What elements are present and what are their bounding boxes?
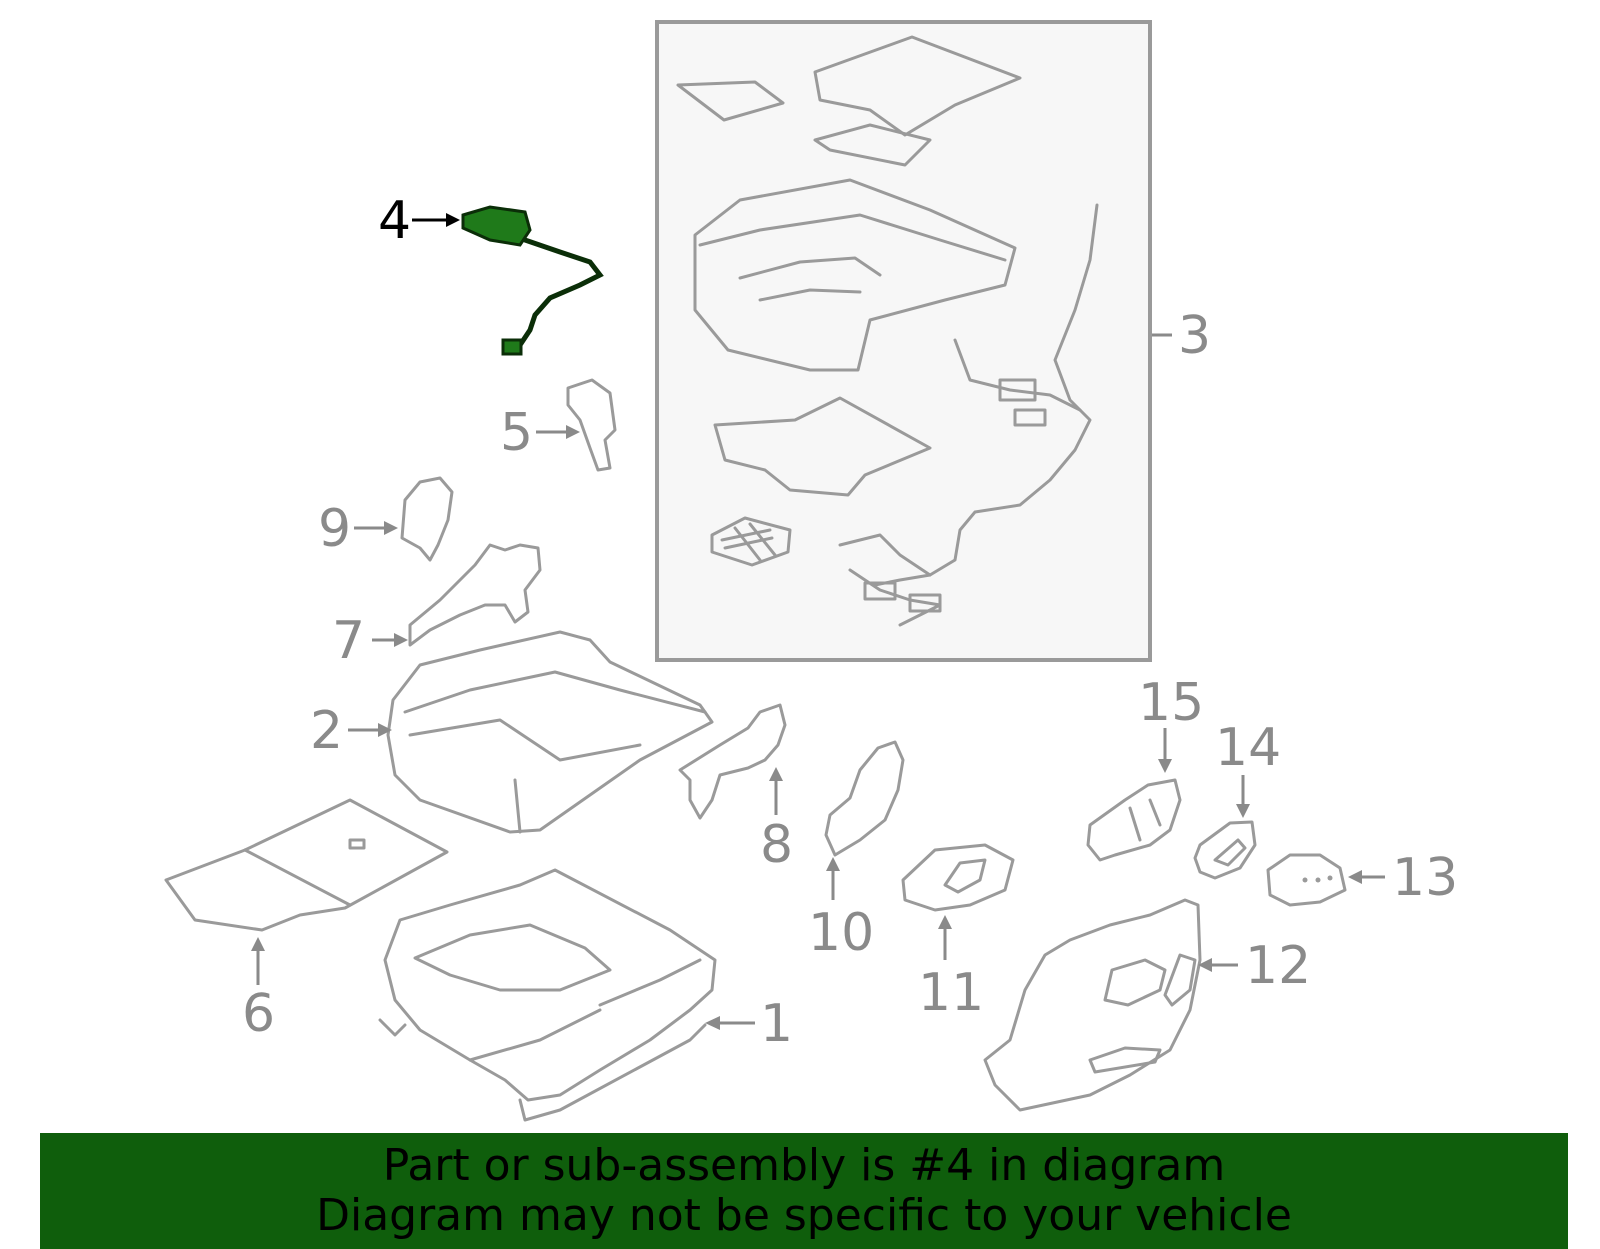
callout-label-8: 8 [760,815,793,875]
part-11-plate [901,843,1015,912]
callout-7: 7 [332,611,408,671]
callout-label-3: 3 [1178,306,1211,366]
callout-label-12: 12 [1245,936,1311,996]
part-3-inset-box [655,20,1152,662]
callout-10: 10 [808,857,874,963]
part-4-harness-highlighted [461,205,604,356]
callout-label-11: 11 [918,963,984,1023]
part-15-switch [1086,778,1182,862]
part-10-cover [824,740,905,857]
part-8-bracket [678,703,787,820]
callout-label-14: 14 [1215,718,1281,778]
part-1-seat-frame [378,868,717,1122]
callout-label-15: 15 [1138,673,1204,733]
banner-line-2: Diagram may not be specific to your vehi… [316,1190,1292,1241]
callout-label-1: 1 [760,994,793,1054]
part-6-pad [164,798,449,932]
callout-9: 9 [318,499,398,559]
part-5-bracket [566,378,617,472]
part-14-knob [1193,820,1257,880]
callout-label-6: 6 [242,984,275,1044]
part-9-cover [400,476,454,562]
callout-2: 2 [310,701,392,761]
callout-11: 11 [918,915,984,1023]
callout-label-13: 13 [1392,848,1458,908]
banner-line-1: Part or sub-assembly is #4 in diagram [382,1140,1226,1191]
part-2-seat-cushion [386,630,714,834]
callout-label-7: 7 [332,611,365,671]
part-12-side-shield [983,898,1202,1112]
part-13-switch [1266,853,1347,907]
callout-5: 5 [500,403,580,463]
callout-label-9: 9 [318,499,351,559]
callout-14: 14 [1215,718,1281,818]
callout-label-5: 5 [500,403,533,463]
callout-12: 12 [1198,936,1311,996]
callout-3: 3 [1152,306,1211,366]
callout-13: 13 [1348,848,1458,908]
callout-1: 1 [705,994,793,1054]
callout-label-4: 4 [378,191,411,251]
callout-label-2: 2 [310,701,343,761]
callout-label-10: 10 [808,903,874,963]
callout-8: 8 [760,767,793,875]
callout-15: 15 [1138,673,1204,773]
callout-6: 6 [242,937,275,1044]
notice-banner: Part or sub-assembly is #4 in diagram Di… [40,1133,1568,1249]
part-7-bracket [408,543,542,647]
callout-4: 4 [378,191,460,251]
